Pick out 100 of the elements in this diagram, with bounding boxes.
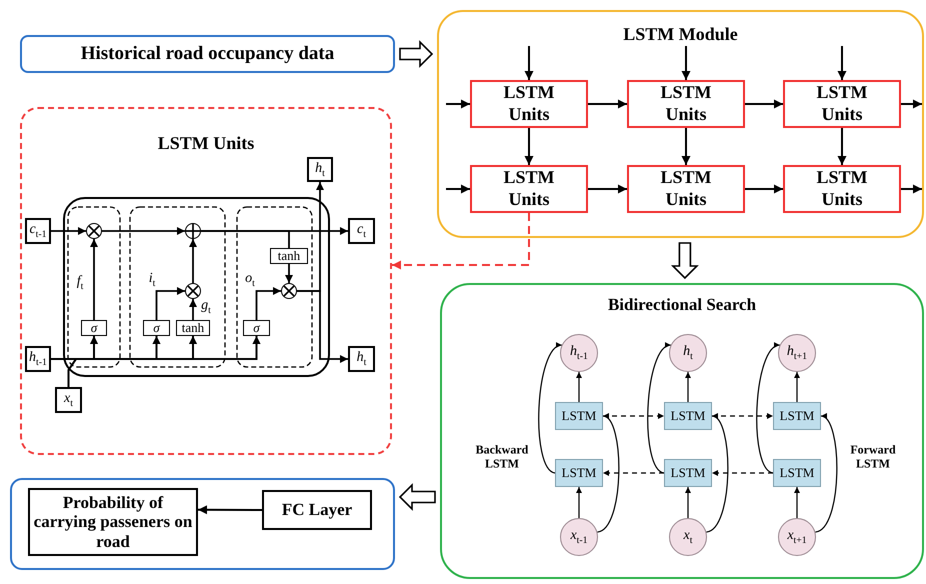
block-arrow xyxy=(399,40,434,68)
variable-box xyxy=(348,346,375,372)
side-label: Backward LSTM xyxy=(474,442,530,472)
node-label: tanh xyxy=(278,248,300,264)
variable-box xyxy=(25,346,51,372)
arrow xyxy=(597,415,620,533)
node-label: LSTM xyxy=(670,408,706,424)
arrow xyxy=(256,287,281,320)
process-box xyxy=(555,459,603,487)
state-circle xyxy=(669,334,707,372)
process-box xyxy=(470,165,588,213)
process-box xyxy=(555,402,603,430)
arrow xyxy=(682,46,690,80)
arrow xyxy=(189,299,197,320)
variable-box xyxy=(307,157,333,182)
node-label: LSTM Units xyxy=(502,167,556,211)
process-box xyxy=(664,459,712,487)
arrow xyxy=(794,487,800,518)
process-box xyxy=(783,80,901,128)
arrow xyxy=(706,415,728,533)
arrow xyxy=(682,128,690,165)
node-label: LSTM xyxy=(670,465,706,481)
arrow xyxy=(524,46,534,80)
panel-title: LSTM Units xyxy=(156,133,256,154)
edge-label: i$_{t}$ xyxy=(148,271,156,289)
node-label: h$_{t}$ xyxy=(683,344,693,362)
arrow xyxy=(745,184,783,194)
arrow xyxy=(297,182,324,292)
arrow xyxy=(838,128,846,165)
dashed-arrow xyxy=(392,213,530,270)
process-box xyxy=(627,165,745,213)
node-label: h$_{t+1}$ xyxy=(786,344,808,362)
block-arrow xyxy=(670,242,699,280)
cell-outline xyxy=(63,197,330,377)
node-label: LSTM xyxy=(562,465,596,481)
arrow xyxy=(745,100,783,108)
node-label: c$_{t}$ xyxy=(357,222,366,240)
node-label: FC Layer xyxy=(282,500,352,520)
arrow xyxy=(446,184,470,194)
search-panel xyxy=(440,283,924,579)
arrow xyxy=(446,100,470,108)
node-label: c$_{t-1}$ xyxy=(29,222,47,240)
edge-label: g$_{t}$ xyxy=(201,298,211,316)
arrow xyxy=(576,487,582,518)
arrow xyxy=(794,372,800,402)
arrow xyxy=(285,264,293,283)
activation-box xyxy=(270,248,308,264)
node-label: LSTM Units xyxy=(815,167,868,211)
node-label: LSTM xyxy=(780,465,814,481)
arrow xyxy=(156,287,185,320)
node-label: σ xyxy=(153,320,160,336)
detail-panel xyxy=(20,107,392,455)
state-circle xyxy=(560,518,598,556)
edge-label: o$_{t}$ xyxy=(245,271,255,289)
arrow xyxy=(756,344,780,474)
arrow xyxy=(838,46,846,80)
arrow xyxy=(901,184,922,194)
multiply-icon xyxy=(185,283,201,299)
block-arrow xyxy=(398,483,436,511)
node-label: x$_{t+1}$ xyxy=(787,528,807,546)
node-label: tanh xyxy=(182,320,204,336)
process-box xyxy=(627,80,745,128)
node-label: h$_{t}$ xyxy=(356,350,366,368)
variable-box xyxy=(348,218,375,244)
node-label: x$_{t}$ xyxy=(64,391,73,409)
node-label: x$_{t}$ xyxy=(684,528,692,546)
arrow xyxy=(189,239,197,283)
arrow xyxy=(198,505,262,514)
arrow xyxy=(588,100,627,108)
process-box xyxy=(470,80,588,128)
variable-box xyxy=(55,387,82,413)
multiply-icon xyxy=(86,223,102,239)
edge-label: f$_{t}$ xyxy=(76,274,84,292)
node-label: x$_{t-1}$ xyxy=(570,528,588,546)
variable-box xyxy=(25,218,51,244)
connector-line xyxy=(201,230,290,248)
activation-box xyxy=(176,320,210,336)
arrow xyxy=(90,239,98,320)
node-label: h$_{t}$ xyxy=(315,160,325,178)
process-box xyxy=(773,459,821,487)
arrow xyxy=(102,227,185,235)
dashed-arrow xyxy=(603,470,664,476)
node-label: Probability of carrying passeners on road xyxy=(32,492,194,552)
activation-box xyxy=(81,320,107,336)
arrow xyxy=(524,128,534,165)
node-label: LSTM Units xyxy=(659,167,712,211)
activation-box xyxy=(243,320,270,336)
output-panel xyxy=(10,478,395,570)
node-label: σ xyxy=(253,320,260,336)
node-label: LSTM Units xyxy=(502,82,556,126)
node-label: Historical road occupancy data xyxy=(80,43,334,65)
state-circle xyxy=(669,518,707,556)
state-circle xyxy=(560,334,598,372)
node-label: LSTM xyxy=(562,408,596,424)
node-label: h$_{t-1}$ xyxy=(29,350,47,368)
node-label: σ xyxy=(90,320,98,336)
arrow xyxy=(815,415,838,533)
node-label: LSTM Units xyxy=(659,82,712,126)
arrow xyxy=(588,184,627,194)
state-circle xyxy=(778,518,816,556)
